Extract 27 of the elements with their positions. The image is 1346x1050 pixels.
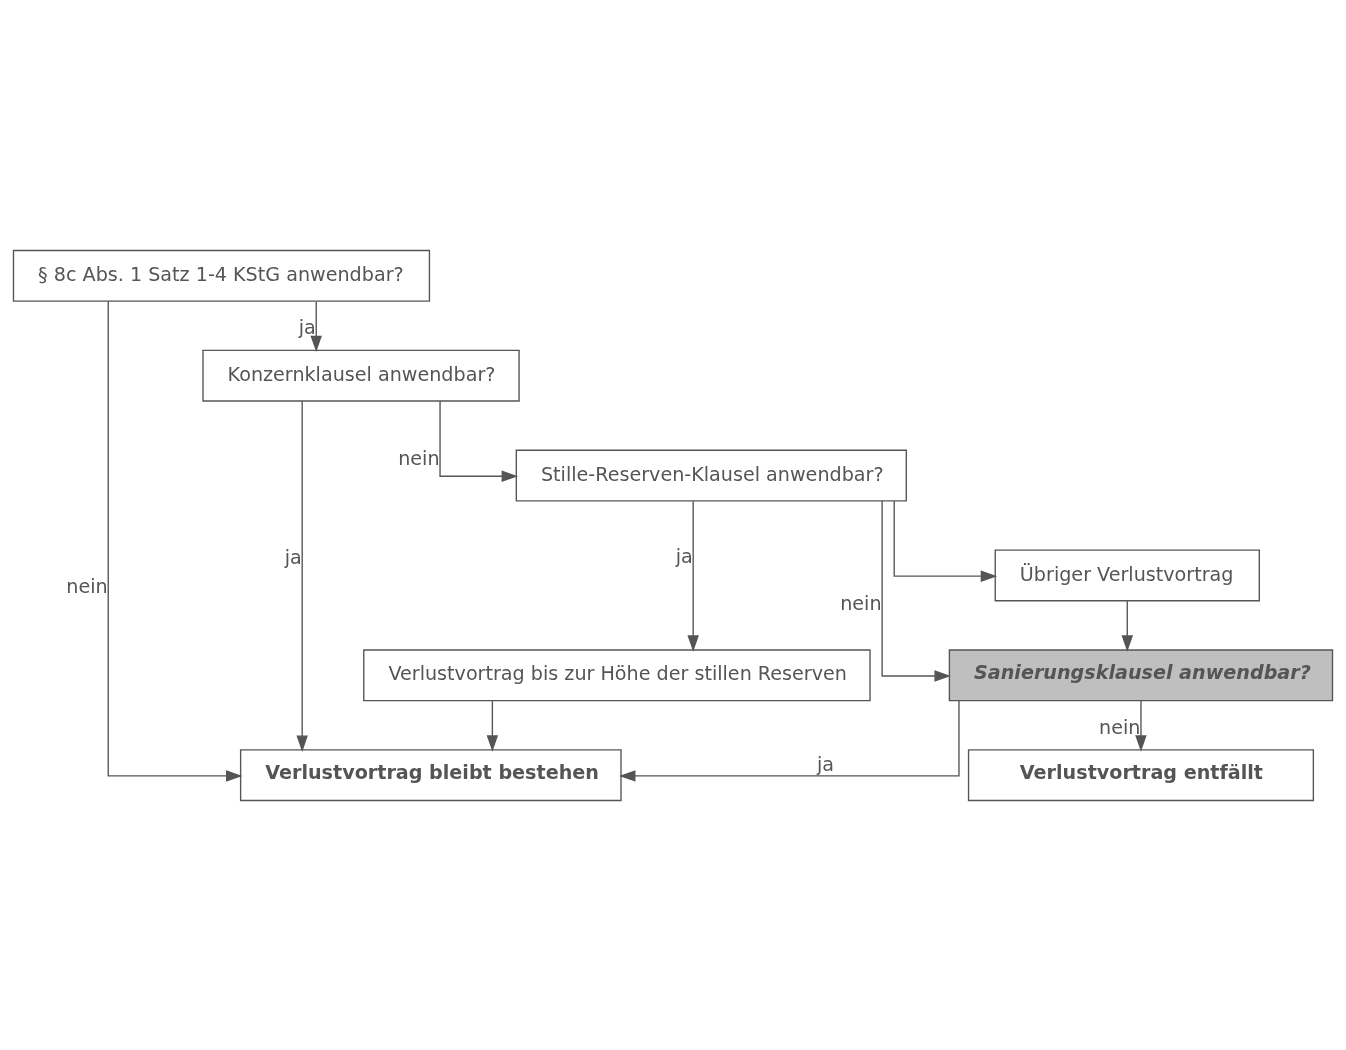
edge-label: nein — [840, 591, 882, 615]
node-box: Stille-Reserven-Klausel anwendbar? — [515, 449, 907, 502]
node-box: Verlustvortrag entfällt — [967, 748, 1315, 801]
edge-label: nein — [66, 574, 108, 598]
arrow — [486, 699, 499, 752]
edge-label: nein — [1099, 715, 1141, 739]
arrow — [1135, 699, 1147, 752]
edge-label: ja — [284, 545, 302, 569]
arrow — [893, 499, 998, 582]
arrow — [687, 500, 699, 652]
edge-label: ja — [298, 315, 316, 339]
node-box: Verlustvortrag bis zur Höhe der stillen Reserven — [363, 648, 871, 701]
arrow — [881, 499, 951, 682]
node-box: Verlustvortrag bleibt bestehen — [239, 748, 622, 801]
node-box: Übriger Verlustvortrag — [994, 548, 1260, 601]
arrow — [1121, 600, 1134, 652]
arrow — [296, 400, 308, 752]
arrow — [619, 699, 960, 782]
edge-label: ja — [675, 544, 693, 568]
arrow — [107, 300, 243, 782]
arrow — [439, 399, 519, 482]
edge-label: nein — [398, 446, 440, 470]
node-box: Konzernklausel anwendbar? — [202, 349, 520, 402]
node-box: Sanierungsklausel anwendbar? — [948, 648, 1334, 701]
edge-label: ja — [817, 752, 835, 776]
node-box: § 8c Abs. 1 Satz 1-4 KStG anwendbar? — [12, 249, 431, 302]
arrow — [310, 300, 322, 352]
